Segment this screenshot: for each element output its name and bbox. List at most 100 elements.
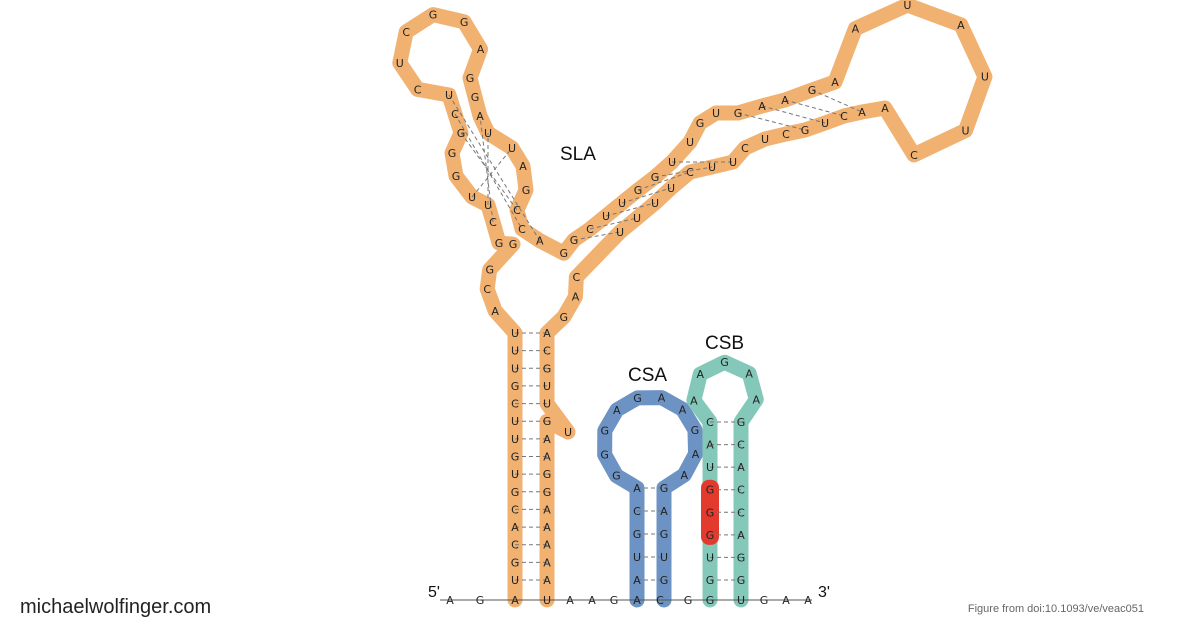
nucleotide: G <box>633 392 642 405</box>
sla-domain-band <box>392 0 993 608</box>
nucleotide: G <box>511 556 520 569</box>
nucleotide: U <box>660 551 668 564</box>
nucleotide: U <box>602 210 610 223</box>
nucleotide: A <box>633 574 641 587</box>
nucleotide: A <box>758 100 766 113</box>
nucleotide: G <box>660 574 669 587</box>
nucleotide: G <box>511 380 520 393</box>
nucleotide: G <box>543 362 552 375</box>
nucleotide: U <box>511 327 519 340</box>
nucleotide: A <box>613 404 621 417</box>
csb-domain-band <box>686 354 764 608</box>
base-pair-bond <box>454 113 523 230</box>
nucleotide: A <box>831 76 839 89</box>
nucleotide: U <box>667 182 675 195</box>
nucleotide: A <box>476 110 484 123</box>
nucleotide: A <box>737 461 745 474</box>
nucleotide: A <box>543 433 551 446</box>
nucleotide: G <box>452 170 461 183</box>
nucleotide: G <box>448 147 457 160</box>
nucleotide: A <box>679 403 687 416</box>
nucleotide: A <box>543 451 551 464</box>
nucleotide: C <box>686 166 694 179</box>
nucleotide: U <box>511 345 519 358</box>
nucleotide: G <box>495 237 504 250</box>
base-pair-bond <box>471 147 513 198</box>
nucleotide: U <box>729 156 737 169</box>
nucleotide: G <box>633 528 642 541</box>
nucleotide: A <box>511 521 519 534</box>
base-pair-bonds <box>440 89 863 601</box>
nucleotide: G <box>760 594 769 607</box>
nucleotide: G <box>522 184 531 197</box>
nucleotide: C <box>737 506 745 519</box>
site-watermark: michaelwolfinger.com <box>20 596 212 618</box>
nucleotide: C <box>656 594 664 607</box>
nucleotide: G <box>476 594 485 607</box>
nucleotide: A <box>633 482 641 495</box>
nucleotide: G <box>560 247 569 260</box>
nucleotide: C <box>586 223 594 236</box>
nucleotide: G <box>600 449 609 462</box>
nucleotide: G <box>737 416 746 429</box>
nucleotide: U <box>633 551 641 564</box>
nucleotide: A <box>706 439 714 452</box>
nucleotide: A <box>519 160 527 173</box>
nucleotide: A <box>858 106 866 119</box>
nucleotide: A <box>753 393 761 406</box>
nucleotide: U <box>737 594 745 607</box>
nucleotide: G <box>460 16 469 29</box>
nucleotide: C <box>840 110 848 123</box>
nucleotide: A <box>543 327 551 340</box>
nucleotide: G <box>612 470 621 483</box>
nucleotide: A <box>633 594 641 607</box>
nucleotide: G <box>737 574 746 587</box>
base-pair-bond <box>654 166 713 178</box>
nucleotide: A <box>477 43 485 56</box>
nucleotide: G <box>610 594 619 607</box>
nucleotide: C <box>572 271 580 284</box>
nucleotide: C <box>511 539 519 552</box>
nucleotide: U <box>962 124 970 137</box>
nucleotide: G <box>660 528 669 541</box>
nucleotide: A <box>697 368 705 381</box>
nucleotide: U <box>821 117 829 130</box>
base-pair-bond <box>637 171 691 191</box>
nucleotide: A <box>536 235 544 248</box>
nucleotide: A <box>491 305 499 318</box>
nucleotide: C <box>910 149 918 162</box>
nucleotide: G <box>511 451 520 464</box>
nucleotide: U <box>633 212 641 225</box>
nucleotide: G <box>734 107 743 120</box>
nucleotide: A <box>782 594 790 607</box>
nucleotide: G <box>543 486 552 499</box>
base-pair-bond <box>621 187 672 204</box>
nucleotide: G <box>485 264 494 277</box>
base-pair-bond <box>589 217 638 230</box>
csa-domain-band <box>597 390 704 608</box>
nucleotide: C <box>737 484 745 497</box>
nucleotide: A <box>543 539 551 552</box>
nucleotide: G <box>543 415 552 428</box>
nucleotide: U <box>616 226 624 239</box>
nucleotide: G <box>706 506 715 519</box>
nucleotide: C <box>633 505 641 518</box>
nucleotide: U <box>484 199 492 212</box>
nucleotide: C <box>483 283 491 296</box>
nucleotide: U <box>981 71 989 84</box>
nucleotide: G <box>696 117 705 130</box>
nucleotide: G <box>801 124 810 137</box>
nucleotide: A <box>660 505 668 518</box>
nucleotide: A <box>737 529 745 542</box>
nucleotide: G <box>570 234 579 247</box>
nucleotide: G <box>706 529 715 542</box>
nucleotide: G <box>706 484 715 497</box>
figure-citation: Figure from doi:10.1093/ve/veac051 <box>967 603 1144 615</box>
base-pair-bond <box>811 89 863 113</box>
nucleotide: U <box>564 426 572 439</box>
nucleotide: C <box>513 204 521 217</box>
nucleotide: U <box>706 551 714 564</box>
nucleotide: U <box>686 136 694 149</box>
